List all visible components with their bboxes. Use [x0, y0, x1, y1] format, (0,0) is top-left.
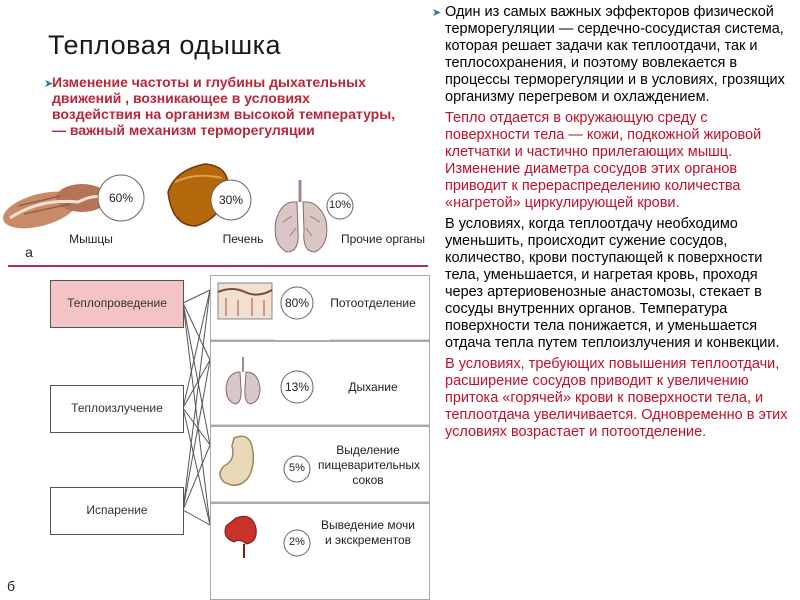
organ-label-muscles: Мышцы: [69, 232, 113, 246]
kidney-icon: [224, 515, 257, 558]
method-box-radiation: Теплоизлучение: [50, 385, 184, 433]
output-box-breathing: [210, 341, 430, 426]
skin-icon: [217, 282, 273, 320]
right-text-column: Один из самых важных эффекторов физическ…: [445, 4, 790, 445]
output-label-digestive: Выделение пищеварительных соков: [318, 443, 421, 487]
method-label-evaporation: Испарение: [86, 503, 148, 517]
method-box-evaporation: Испарение: [50, 487, 184, 535]
stomach-icon: [219, 435, 255, 486]
output-box-sweat: [210, 275, 430, 341]
left-bullet-text: Изменение частоты и глубины дыхательных …: [52, 74, 396, 138]
method-box-conduction: Теплопроведение: [50, 280, 184, 328]
paragraph-cardiovascular: Один из самых важных эффекторов физическ…: [445, 4, 785, 105]
paragraph-vasodilation: В условиях, требующих повышения теплоотд…: [445, 356, 788, 440]
output-label-excretion: Выведение мочи и экскрементов: [321, 518, 415, 547]
thermoregulation-figure: Мышцы Печень Прочие органы 60% 30% 10% а…: [0, 140, 430, 600]
muscle-icon: [3, 184, 109, 229]
breathing-percent: 13%: [284, 380, 310, 394]
organ-label-liver: Печень: [222, 232, 264, 246]
slide-title: Тепловая одышка: [48, 30, 282, 60]
bullet-arrow-icon: ➤: [44, 78, 54, 90]
lungs-icon: [274, 180, 328, 253]
method-label-conduction: Теплопроведение: [67, 296, 167, 310]
bullet-arrow-icon: ➤: [432, 7, 442, 19]
liver-percent: 30%: [218, 193, 244, 207]
output-box-digestive: [210, 426, 430, 503]
paragraph-heat-surface: Тепло отдается в окружающую среду с пове…: [445, 110, 762, 211]
organ-label-other: Прочие органы: [340, 232, 426, 246]
liver-percent-circle: [210, 179, 252, 221]
output-label-breathing: Дыхание: [348, 380, 398, 394]
lungs-small-icon: [225, 357, 261, 405]
excretion-percent: 2%: [289, 536, 305, 548]
output-label-sweat: Потоотделение: [330, 296, 416, 310]
other-percent: 10%: [328, 199, 352, 211]
panel-a-label: а: [25, 244, 33, 260]
digestive-percent: 5%: [289, 462, 305, 474]
panel-b-label: б: [6, 578, 16, 594]
other-percent-circle: [326, 192, 354, 220]
method-label-radiation: Теплоизлучение: [71, 401, 163, 415]
paragraph-vasoconstriction: В условиях, когда теплоотдачу необходимо…: [445, 216, 780, 351]
muscle-percent-circle: [97, 174, 145, 222]
muscles-percent: 60%: [108, 191, 134, 205]
sweat-percent: 80%: [284, 296, 310, 310]
